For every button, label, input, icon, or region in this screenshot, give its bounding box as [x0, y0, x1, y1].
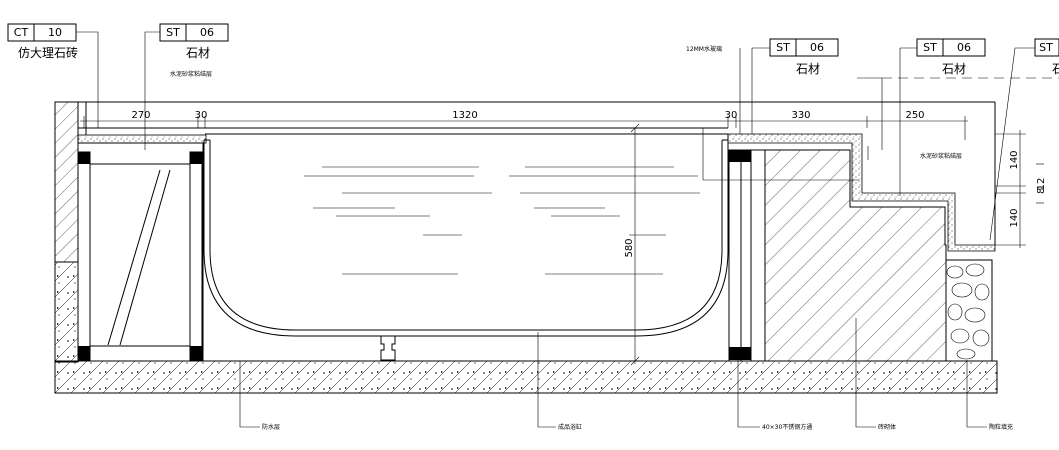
tag-st06-a-code: ST	[166, 26, 180, 39]
top-slab-left	[77, 102, 207, 144]
dim-250: 250	[905, 110, 924, 121]
tag-st06-c-number: 06	[957, 41, 971, 54]
callout-steel: 40×30不锈钢方通	[762, 423, 812, 431]
tag-ct10-label: 仿大理石砖	[18, 45, 78, 60]
tag-st06-b-label: 石材	[796, 62, 820, 76]
dim-8: 8	[1036, 188, 1047, 194]
dim-330: 330	[791, 110, 810, 121]
right-dimension-string	[995, 130, 1044, 248]
water-lines	[304, 166, 700, 275]
outer-frame-lines	[78, 101, 996, 245]
note-glass: 12MM水玻璃	[686, 45, 722, 53]
right-brick-wall	[764, 149, 947, 362]
bathtub-shell	[203, 139, 729, 337]
dim-30-left: 30	[195, 110, 208, 121]
tag-st06-a-label: 石材	[186, 46, 210, 60]
callout-brick: 砖砌体	[878, 423, 896, 431]
tag-ct10-number: 10	[48, 26, 62, 39]
material-tag-st06-a: ST 06 石材	[159, 23, 229, 60]
dim-1320: 1320	[452, 110, 477, 121]
tag-st-d-label: 石	[1052, 62, 1059, 76]
material-tag-st-d: ST 石	[1034, 38, 1059, 76]
note-cement-right: 水泥砂浆粘结层	[920, 152, 962, 160]
tag-st06-c-code: ST	[923, 41, 937, 54]
dim-140-lower: 140	[1009, 208, 1020, 227]
tag-ct10-code: CT	[14, 26, 29, 39]
material-tag-st06-b: ST 06 石材	[769, 38, 839, 76]
callout-waterproof: 防水层	[262, 423, 280, 431]
left-cabinet	[77, 142, 204, 362]
floor-slab	[54, 360, 998, 394]
right-steel-frame	[728, 149, 766, 362]
top-dimension-string	[80, 116, 968, 140]
callout-tub: 成品浴缸	[558, 423, 582, 431]
tag-st06-b-code: ST	[776, 41, 790, 54]
dim-270: 270	[131, 110, 150, 121]
dim-12: 12	[1036, 178, 1047, 191]
drain-fitting	[380, 336, 396, 361]
material-tag-st06-c: ST 06 石材	[916, 38, 986, 76]
tag-st06-b-number: 06	[810, 41, 824, 54]
step-stone-slabs	[727, 133, 996, 252]
note-cement-top: 水泥砂浆粘结层	[170, 70, 212, 78]
tag-st06-c-label: 石材	[942, 62, 966, 76]
dim-580-line	[630, 123, 640, 366]
material-tag-ct10: CT 10 仿大理石砖	[7, 23, 78, 60]
top-slab-main	[205, 127, 728, 135]
tag-st06-a-number: 06	[200, 26, 214, 39]
left-wall	[54, 101, 79, 363]
dim-140-upper: 140	[1009, 150, 1020, 169]
dim-30-right: 30	[725, 110, 738, 121]
tag-st-d-code: ST	[1039, 41, 1053, 54]
leader-lines	[60, 31, 1059, 428]
callout-gravel: 陶粒填充	[989, 423, 1013, 431]
dim-580: 580	[624, 238, 635, 257]
gravel-fill	[945, 259, 993, 362]
